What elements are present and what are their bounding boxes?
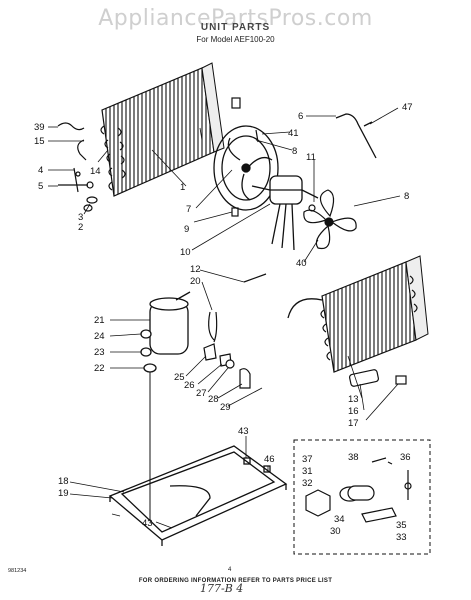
- model-subtitle: For Model AEF100-20: [196, 35, 275, 44]
- callout-22: 22: [94, 363, 105, 374]
- callout-21: 21: [94, 315, 105, 326]
- callout-35: 35: [396, 520, 407, 531]
- callout-31: 31: [302, 466, 313, 477]
- callout-30: 30: [330, 526, 341, 537]
- callout-43a: 43: [238, 426, 249, 437]
- callout-41: 41: [288, 128, 299, 139]
- callout-26: 26: [184, 380, 195, 391]
- callout-28: 28: [208, 394, 219, 405]
- callout-36: 36: [400, 452, 411, 463]
- wire-harness: [208, 273, 267, 343]
- callout-38: 38: [348, 452, 359, 463]
- callout-46: 46: [264, 454, 275, 465]
- callout-14: 14: [90, 166, 101, 177]
- callout-12: 12: [190, 264, 201, 275]
- inset-parts-box: [293, 439, 431, 555]
- base-pan: [108, 445, 288, 546]
- callout-24: 24: [94, 331, 105, 342]
- ordering-note: FOR ORDERING INFORMATION REFER TO PARTS …: [138, 578, 333, 584]
- callout-27: 27: [196, 388, 207, 399]
- callout-18: 18: [58, 476, 69, 487]
- callout-6: 6: [298, 111, 303, 122]
- callout-1: 1: [180, 182, 185, 193]
- callout-10: 10: [180, 247, 191, 258]
- callout-32: 32: [302, 478, 313, 489]
- blower-wheel: [303, 189, 357, 250]
- callout-23: 23: [94, 347, 105, 358]
- callout-7: 7: [186, 204, 191, 215]
- evaporator-coil: [287, 255, 429, 373]
- left-small-parts: [57, 122, 98, 212]
- callout-37: 37: [302, 454, 313, 465]
- callout-3: 3: [78, 212, 83, 223]
- callout-9: 9: [184, 224, 189, 235]
- fan-shroud: [213, 125, 279, 211]
- callout-47: 47: [402, 102, 413, 113]
- fan-motor: [251, 175, 319, 251]
- callout-39: 39: [34, 122, 45, 133]
- drawing-code: 981234: [8, 568, 27, 574]
- handwritten-note: 177-B 4: [200, 582, 244, 595]
- callout-labels: 1 2 3 4 5 6 7 8 8 9 10 11 12 13 14 15 16…: [34, 102, 413, 543]
- leader-lines: [48, 107, 401, 529]
- callout-33: 33: [396, 532, 407, 543]
- callout-5: 5: [38, 181, 43, 192]
- callout-8b: 8: [404, 191, 409, 202]
- compressor-electrical-parts: [203, 343, 251, 389]
- callout-15: 15: [34, 136, 45, 147]
- condenser-coil: [100, 62, 225, 197]
- callout-29: 29: [220, 402, 231, 413]
- callout-34: 34: [334, 514, 345, 525]
- callout-19: 19: [58, 488, 69, 499]
- page-title: UNIT PARTS: [200, 22, 271, 33]
- callout-40: 40: [296, 258, 307, 269]
- callout-8a: 8: [292, 146, 297, 157]
- callout-16: 16: [348, 406, 359, 417]
- callout-43b: 43: [142, 518, 153, 529]
- callout-13: 13: [348, 394, 359, 405]
- callout-17: 17: [348, 418, 359, 429]
- motor-mount-parts: [231, 97, 316, 217]
- callout-20: 20: [190, 276, 201, 287]
- page-number: 4: [228, 567, 232, 573]
- callout-25: 25: [174, 372, 185, 383]
- callout-2: 2: [78, 222, 83, 233]
- callout-11: 11: [306, 152, 316, 163]
- watermark-text: AppliancePartsPros.com: [98, 6, 373, 31]
- callout-4: 4: [38, 165, 43, 176]
- compressor: [140, 291, 191, 520]
- tube-assembly: [335, 113, 377, 159]
